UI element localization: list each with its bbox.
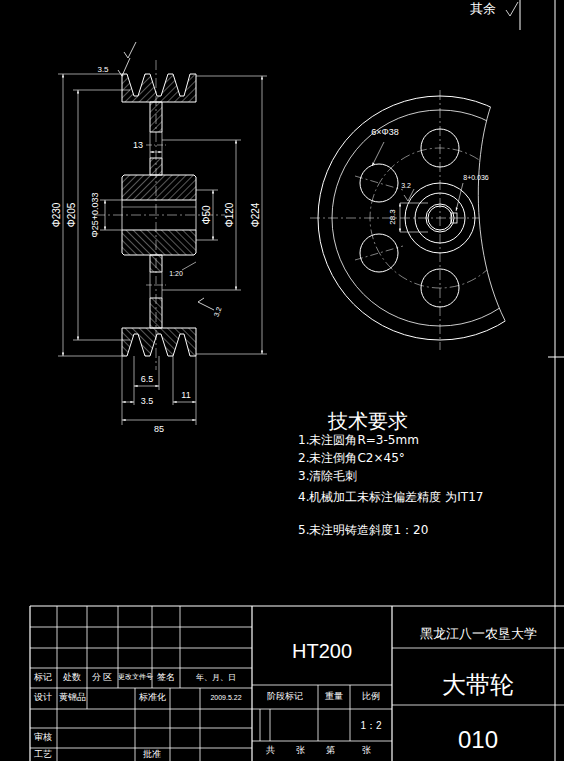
technical-note: 3.清除毛刺 xyxy=(298,470,357,483)
material-text: HT200 xyxy=(292,640,352,662)
sheet-frame xyxy=(520,0,564,761)
side-view xyxy=(310,2,562,350)
dimension-text: 28.3 xyxy=(389,209,398,225)
dimension-text: 13 xyxy=(133,141,143,151)
table-cell: 标记 xyxy=(34,673,52,683)
table-cell: 张 xyxy=(296,746,305,756)
dimension-text: 3.5 xyxy=(97,66,108,75)
dimension-text: 8+0.036 xyxy=(463,174,489,182)
technical-note: 1.未注圆角R=3-5mm xyxy=(298,434,419,447)
dimension-text: Φ25+0.033 xyxy=(91,193,101,238)
table-cell: 分 区 xyxy=(92,673,113,683)
notes-heading: 技术要求 xyxy=(328,410,408,432)
drawing-number: 010 xyxy=(458,727,498,753)
table-cell: 比例 xyxy=(362,692,380,702)
section-view xyxy=(58,42,267,425)
table-cell: 批准 xyxy=(143,750,161,760)
table-cell: 张 xyxy=(362,746,371,756)
table-cell: 标准化 xyxy=(139,693,166,703)
dimension-text: 1:20 xyxy=(169,270,183,278)
dimension-text: 6.5 xyxy=(141,375,154,385)
dimension-text: Φ120 xyxy=(224,203,235,228)
table-cell: 重量 xyxy=(325,692,343,702)
table-cell: 年、月、日 xyxy=(196,674,236,683)
dimension-text: 3.2 xyxy=(213,306,224,318)
technical-note: 2.未注倒角C2×45° xyxy=(298,452,405,465)
table-cell: 阶段标记 xyxy=(267,692,303,702)
technical-note: 5.未注明铸造斜度1：20 xyxy=(298,524,428,537)
roughness-note: 其余 xyxy=(470,2,496,16)
dimension-text: 3.2 xyxy=(401,182,411,190)
dimension-text: Φ205 xyxy=(66,203,77,228)
table-cell: 1：2 xyxy=(360,720,381,731)
table-cell: 第 xyxy=(326,746,335,756)
dimension-text: Φ50 xyxy=(201,205,212,224)
table-cell: 共 xyxy=(266,746,275,756)
table-cell: 审核 xyxy=(34,733,52,743)
table-cell: 工艺 xyxy=(34,750,52,760)
title-block xyxy=(30,606,564,761)
table-cell: 黄锦品 xyxy=(59,693,86,703)
part-name: 大带轮 xyxy=(442,672,514,698)
table-cell: 设计 xyxy=(34,693,52,703)
dimension-text: 11 xyxy=(181,391,190,401)
table-cell: 处数 xyxy=(63,673,81,683)
dimension-text: 3.5 xyxy=(141,397,154,407)
dimension-text: 85 xyxy=(154,425,164,435)
technical-note: 4.机械加工未标注偏差精度 为IT17 xyxy=(298,488,487,506)
table-cell: 签名 xyxy=(157,673,175,683)
dimension-text: 6×Φ38 xyxy=(371,128,398,138)
school-name: 黑龙江八一农垦大学 xyxy=(420,627,537,641)
dimension-text: Φ230 xyxy=(51,203,62,228)
table-cell: 更改文件号 xyxy=(118,674,153,682)
table-cell: 2009.5.22 xyxy=(210,694,241,702)
roughness-symbol xyxy=(118,42,214,310)
dimension-text: Φ224 xyxy=(250,203,261,228)
